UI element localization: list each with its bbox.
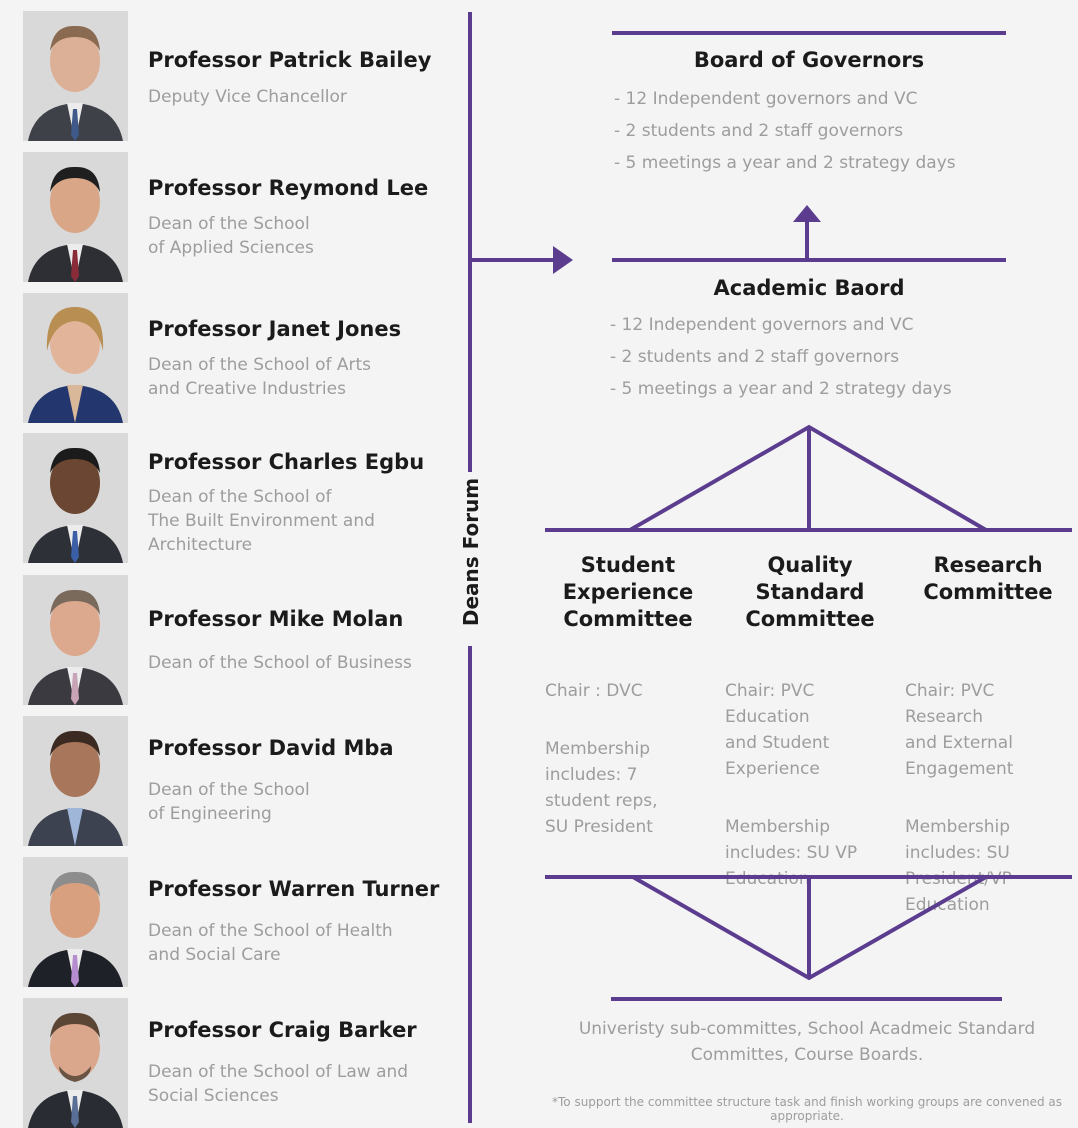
person-card: Professor Janet Jones Dean of the School…	[0, 293, 460, 423]
portrait-photo	[23, 433, 128, 563]
committee-details: Chair: PVC Research and External Engagem…	[905, 652, 1075, 950]
person-card: Professor Charles Egbu Dean of the Schoo…	[0, 433, 460, 563]
academic-bullet: - 12 Independent governors and VC	[610, 315, 914, 335]
academic-title: Academic Baord	[713, 276, 905, 300]
person-card: Professor Mike Molan Dean of the School …	[0, 575, 460, 705]
person-role: Dean of the School of Business	[148, 653, 412, 673]
footnote: *To support the committee structure task…	[552, 1095, 1062, 1123]
person-card: Professor Warren Turner Dean of the Scho…	[0, 857, 460, 987]
board-top-line	[612, 31, 1006, 35]
connector-line	[470, 258, 558, 262]
person-card: Professor David Mba Dean of the School o…	[0, 716, 460, 846]
academic-bullets: - 12 Independent governors and VC - 2 st…	[610, 309, 952, 405]
person-role: Dean of the School of Arts and Creative …	[148, 355, 372, 399]
portrait-photo	[23, 11, 128, 141]
person-role: Dean of the School of Engineering	[148, 780, 310, 824]
board-bullet: - 2 students and 2 staff governors	[614, 121, 904, 141]
committee-chair: Chair: PVC Research and External Engagem…	[905, 681, 1014, 779]
person-role: Dean of the School of Health and Social …	[148, 921, 393, 965]
person-card: Professor Patrick Bailey Deputy Vice Cha…	[0, 11, 460, 141]
person-role: Dean of the School of Law and Social Sci…	[148, 1062, 409, 1106]
board-bullets: - 12 Independent governors and VC - 2 st…	[614, 83, 956, 179]
board-title: Board of Governors	[693, 48, 925, 72]
subcommittee-connector	[545, 875, 1072, 1001]
deans-forum-label: Deans Forum	[459, 477, 483, 627]
person-role: Dean of the School of Applied Sciences	[148, 214, 314, 258]
committee-name: Quality Standard Committee	[745, 553, 875, 631]
committee-chair: Chair : DVC	[545, 681, 643, 701]
portrait-photo	[23, 998, 128, 1128]
portrait-photo	[23, 152, 128, 282]
person-name: Professor Janet Jones	[148, 317, 402, 341]
board-bullet: - 12 Independent governors and VC	[614, 89, 918, 109]
person-card: Professor Reymond Lee Dean of the School…	[0, 152, 460, 282]
person-name: Professor David Mba	[148, 736, 394, 760]
committee-membership: Membership includes: 7 student reps, SU …	[545, 739, 658, 837]
committee-branch-connector	[545, 424, 1072, 532]
committee-chair: Chair: PVC Education and Student Experie…	[725, 681, 830, 779]
arrow-right-icon	[553, 246, 573, 274]
committee-name: Research Committee	[923, 553, 1053, 604]
person-name: Professor Craig Barker	[148, 1018, 417, 1042]
person-role: Dean of the School of The Built Environm…	[148, 487, 375, 555]
portrait-photo	[23, 716, 128, 846]
committee-name: Student Experience Committee	[562, 553, 694, 631]
deans-forum-line-top	[468, 12, 472, 472]
sub-committees-text: Univeristy sub-committes, School Acadmei…	[578, 1019, 1036, 1065]
academic-top-line	[612, 258, 1006, 262]
person-name: Professor Patrick Bailey	[148, 48, 432, 72]
person-card: Professor Craig Barker Dean of the Schoo…	[0, 998, 460, 1128]
portrait-photo	[23, 857, 128, 987]
committee-details: Chair : DVC Membership includes: 7 stude…	[545, 652, 715, 872]
person-name: Professor Warren Turner	[148, 877, 440, 901]
academic-bullet: - 5 meetings a year and 2 strategy days	[610, 379, 952, 399]
portrait-photo	[23, 293, 128, 423]
portrait-photo	[23, 575, 128, 705]
academic-bullet: - 2 students and 2 staff governors	[610, 347, 900, 367]
person-role: Deputy Vice Chancellor	[148, 87, 347, 107]
person-name: Professor Mike Molan	[148, 607, 404, 631]
board-bullet: - 5 meetings a year and 2 strategy days	[614, 153, 956, 173]
person-name: Professor Reymond Lee	[148, 176, 429, 200]
deans-forum-line-bottom	[468, 646, 472, 1123]
arrow-up-icon	[793, 205, 821, 262]
person-name: Professor Charles Egbu	[148, 450, 425, 474]
